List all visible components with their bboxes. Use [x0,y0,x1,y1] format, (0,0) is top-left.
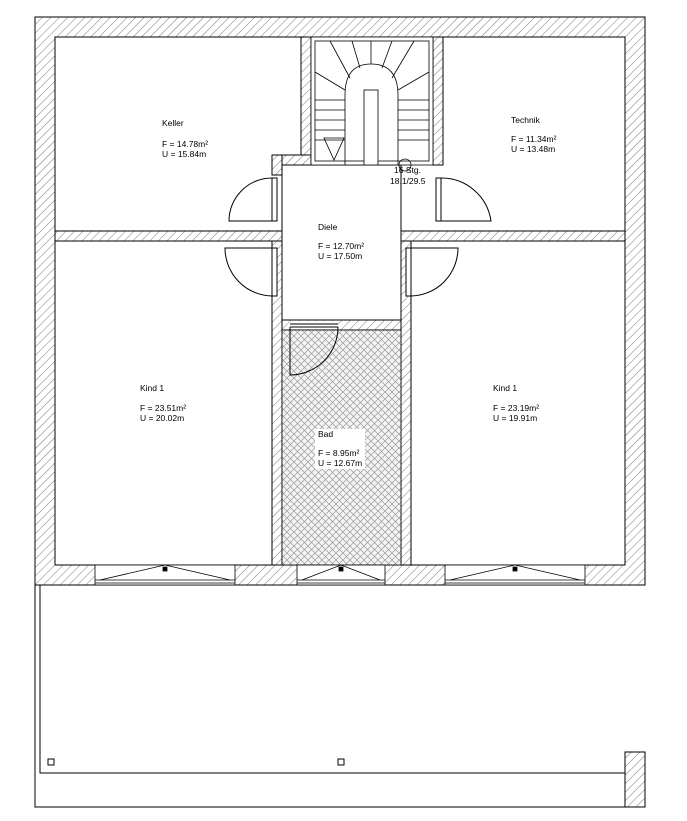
bad-area: F = 8.95m² [318,448,360,458]
interior-walls [54,36,626,566]
kind-left-name: Kind 1 [140,383,164,393]
diele-name: Diele [318,222,338,232]
technik-name: Technik [511,115,541,125]
stairs-steps: 16 Stg. [394,165,421,175]
kind-left-area: F = 23.51m² [140,403,186,413]
technik-area: F = 11.34m² [511,134,557,144]
diele-perimeter: U = 17.50m [318,251,362,261]
keller-name: Keller [162,118,184,128]
technik-perimeter: U = 13.48m [511,144,555,154]
keller-area: F = 14.78m² [162,139,208,149]
kind-right-name: Kind 1 [493,383,517,393]
room-labels: Keller F = 14.78m² U = 15.84m Technik F … [140,115,557,469]
bad-name: Bad [318,429,333,439]
kind-right-perimeter: U = 19.91m [493,413,537,423]
stairs-dimensions: 18.1/29.5 [390,176,426,186]
bad-perimeter: U = 12.67m [318,458,362,468]
doors [224,177,492,376]
diele-area: F = 12.70m² [318,241,364,251]
staircase [310,36,434,172]
keller-perimeter: U = 15.84m [162,149,206,159]
windows [94,564,586,586]
terrace [34,585,646,808]
kind-left-perimeter: U = 20.02m [140,413,184,423]
kind-right-area: F = 23.19m² [493,403,539,413]
